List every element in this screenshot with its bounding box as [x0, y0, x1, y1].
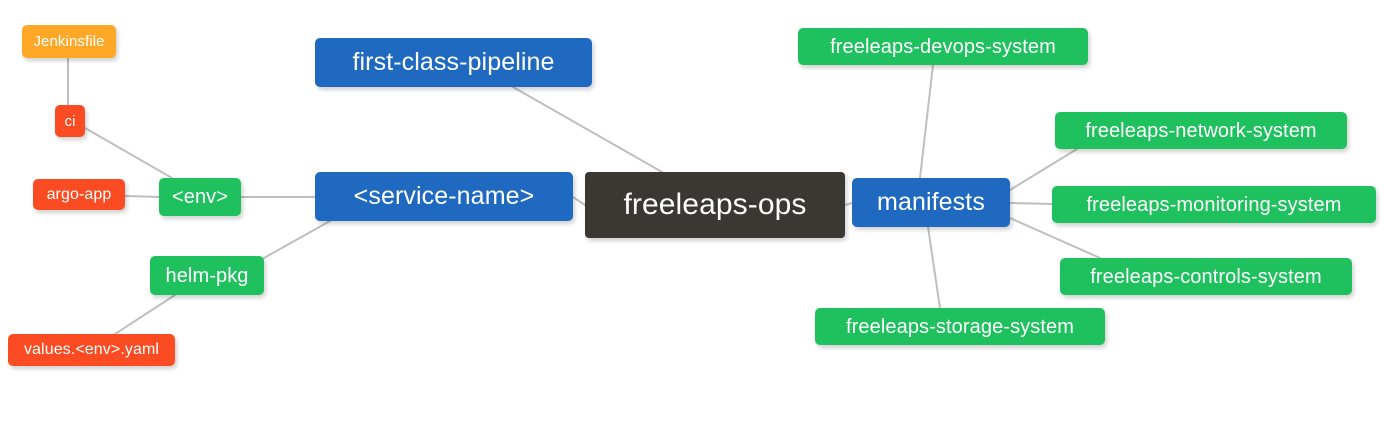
mindmap-node-label: freeleaps-storage-system: [845, 315, 1075, 338]
mindmap-node-freeleaps-ops[interactable]: freeleaps-ops: [585, 172, 845, 238]
mindmap-node-label: freeleaps-monitoring-system: [1086, 193, 1342, 216]
edge-manifests-to-freeleaps-network-system: [1009, 148, 1078, 191]
edge-manifests-to-freeleaps-monitoring-system: [1009, 202, 1053, 205]
edge-freeleaps-ops-to-manifests: [844, 202, 853, 206]
mindmap-node-label: manifests: [877, 188, 985, 216]
mindmap-node-label: argo-app: [46, 185, 112, 203]
mindmap-node-env[interactable]: <env>: [159, 178, 241, 216]
mindmap-node-service-name[interactable]: <service-name>: [315, 172, 573, 221]
mindmap-node-label: <service-name>: [353, 182, 535, 210]
mindmap-node-argo-app[interactable]: argo-app: [33, 179, 125, 210]
edge-env-to-ci: [84, 127, 173, 179]
edge-helm-pkg-to-values-yaml: [114, 294, 176, 335]
mindmap-node-label: Jenkinsfile: [33, 33, 105, 50]
edge-freeleaps-ops-to-service-name: [572, 196, 586, 206]
mindmap-node-freeleaps-monitoring-system[interactable]: freeleaps-monitoring-system: [1052, 186, 1376, 223]
mindmap-node-label: helm-pkg: [165, 264, 249, 287]
mindmap-node-first-class-pipeline[interactable]: first-class-pipeline: [315, 38, 592, 87]
mindmap-node-values-yaml[interactable]: values.<env>.yaml: [8, 334, 175, 366]
mindmap-node-helm-pkg[interactable]: helm-pkg: [150, 256, 264, 295]
mindmap-node-freeleaps-network-system[interactable]: freeleaps-network-system: [1055, 112, 1347, 149]
mindmap-node-label: values.<env>.yaml: [23, 341, 160, 358]
mindmap-node-freeleaps-devops-system[interactable]: freeleaps-devops-system: [798, 28, 1088, 65]
mindmap-node-label: first-class-pipeline: [352, 48, 555, 76]
mindmap-node-manifests[interactable]: manifests: [852, 178, 1010, 227]
edge-freeleaps-ops-to-first-class-pipeline: [512, 86, 663, 173]
edge-service-name-to-helm-pkg: [263, 220, 331, 259]
mindmap-node-freeleaps-storage-system[interactable]: freeleaps-storage-system: [815, 308, 1105, 345]
mindmap-node-freeleaps-controls-system[interactable]: freeleaps-controls-system: [1060, 258, 1352, 295]
mindmap-node-ci[interactable]: ci: [55, 105, 85, 137]
edge-manifests-to-freeleaps-controls-system: [1009, 217, 1101, 259]
edge-manifests-to-freeleaps-devops-system: [919, 64, 934, 179]
edge-manifests-to-freeleaps-storage-system: [927, 226, 941, 309]
mindmap-node-label: freeleaps-controls-system: [1090, 265, 1322, 288]
mindmap-node-label: freeleaps-devops-system: [830, 35, 1056, 58]
mindmap-node-label: freeleaps-ops: [623, 188, 807, 221]
mindmap-node-label: ci: [64, 112, 76, 130]
mindmap-node-jenkinsfile[interactable]: Jenkinsfile: [22, 25, 116, 58]
edge-env-to-argo-app: [124, 195, 160, 198]
mindmap-node-label: freeleaps-network-system: [1085, 119, 1317, 142]
mindmap-node-label: <env>: [171, 186, 229, 208]
